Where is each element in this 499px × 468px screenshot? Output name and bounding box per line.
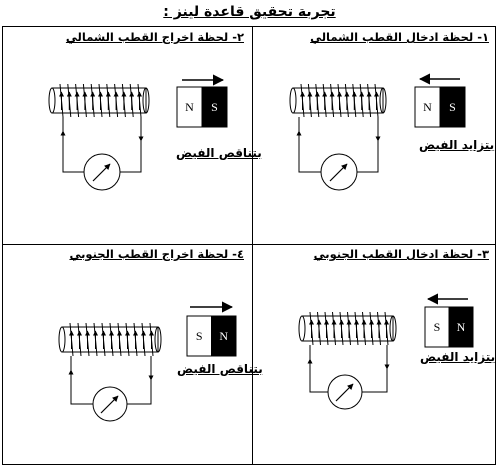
- page-title: تجربة تحقيق قاعدة لينز :: [163, 4, 336, 20]
- cell-1-magnet-pole-right: S: [449, 100, 456, 114]
- cell-4-flux-label: بتناقص الفيض: [177, 362, 263, 376]
- cell-4-heading: ٤- لحظة اخراج القطب الجنوبي: [69, 247, 244, 261]
- cell-1-magnet-pole-left: N: [423, 100, 432, 114]
- cell-1-heading: ١- لحظة ادخال القطب الشمالي: [310, 30, 489, 44]
- grid-vertical-divider: [252, 26, 253, 465]
- cell-4-magnet-pole-right: N: [219, 329, 228, 343]
- cell-3-lead-left: [309, 345, 328, 393]
- cell-4-lead-left: [70, 356, 93, 405]
- cell-2-magnet-pole-right: S: [211, 100, 218, 114]
- cell-1-lead-right: [357, 117, 379, 173]
- cell-2-lead-left: [62, 117, 84, 173]
- cell-1-flux-label: بتزايد الفيض: [419, 138, 495, 152]
- cell-2-heading: ٢- لحظة اخراج القطب الشمالي: [65, 30, 244, 44]
- grid-horizontal-divider: [2, 244, 496, 245]
- experiment-grid: [2, 26, 496, 465]
- cell-3-magnet-pole-left: S: [434, 320, 441, 334]
- cell-4-lead-right: [127, 356, 152, 405]
- cell-2-magnet-pole-left: N: [185, 100, 194, 114]
- cell-1-lead-left: [298, 117, 321, 173]
- cell-2-flux-label: بتناقص الفيض: [176, 146, 262, 160]
- cell-3-heading: ٣- لحظة ادخال القطب الجنوبي: [313, 247, 489, 261]
- cell-3-flux-label: بتزايد الفيض: [420, 350, 496, 364]
- cell-3-magnet-pole-right: N: [457, 320, 466, 334]
- cell-4-magnet-pole-left: S: [196, 329, 203, 343]
- cell-3-lead-right: [362, 345, 388, 393]
- cell-2-lead-right: [120, 117, 142, 173]
